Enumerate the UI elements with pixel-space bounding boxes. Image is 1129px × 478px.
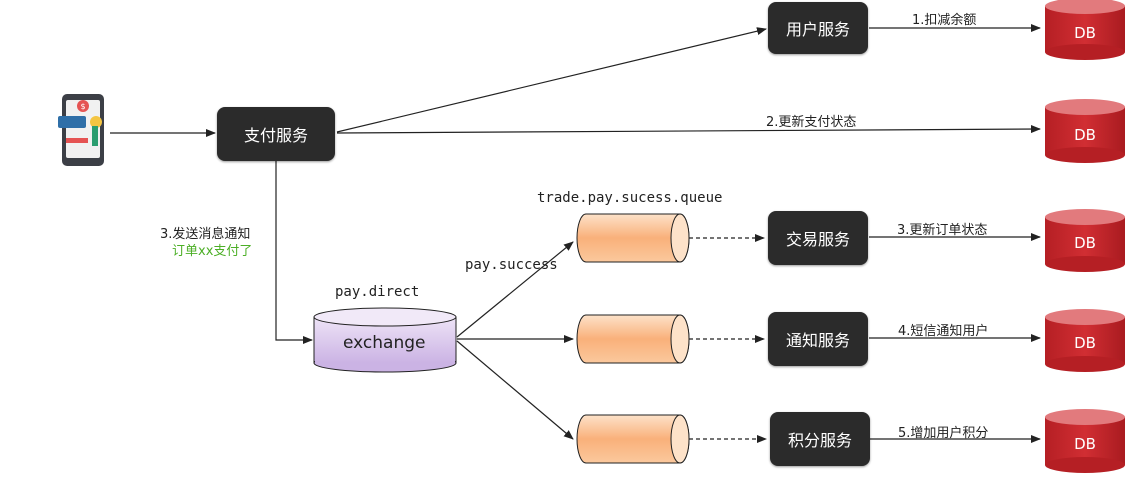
exchange-cylinder [313,307,457,373]
db-cylinder-5 [1045,409,1125,473]
pay-service-box: 支付服务 [217,107,335,161]
db-cylinder-2 [1045,99,1125,163]
queue-3 [576,414,690,464]
db-label-4: DB [1074,334,1096,352]
queue-1 [576,213,690,263]
arrow-pay-to-db2 [336,125,1041,134]
edge-label-trade: 3.更新订单状态 [897,223,988,238]
dashed-arrows [689,234,767,443]
routing-key-label: pay.success [465,257,558,273]
edge-label-points: 5.增加用户积分 [898,426,989,441]
queue-name-label: trade.pay.sucess.queue [537,190,723,206]
db-label-1: DB [1074,24,1096,42]
edge-label-notify: 4.短信通知用户 [898,324,989,339]
edge-label-send-msg-sub: 订单xx支付了 [172,244,253,259]
db-label-5: DB [1074,435,1096,453]
trade-service-box: 交易服务 [768,211,868,265]
arrows [110,24,1041,443]
arrow-pay-to-exchange [275,161,313,344]
edge-label-send-msg: 3.发送消息通知 [160,227,251,242]
edge-label-user: 1.扣减余额 [912,13,977,28]
exchange-label: exchange [343,333,426,353]
exchange-name: pay.direct [335,284,420,300]
db-cylinder-1 [1045,0,1125,60]
db-label-3: DB [1074,234,1096,252]
arrow-exchange-to-queue3 [456,340,574,440]
edge-label-pay-status: 2.更新支付状态 [766,115,857,130]
db-label-2: DB [1074,126,1096,144]
mobile-payment-icon: $ [58,94,104,166]
db-cylinder-3 [1045,209,1125,272]
svg-text:$: $ [80,102,85,111]
points-service-box: 积分服务 [770,412,870,466]
arrow-exchange-to-queue1 [456,241,574,338]
user-service-box: 用户服务 [768,2,868,54]
queue-2 [576,314,690,364]
arrow-pay-to-user [336,27,767,133]
notify-service-box: 通知服务 [768,312,868,366]
db-cylinder-4 [1045,309,1125,372]
